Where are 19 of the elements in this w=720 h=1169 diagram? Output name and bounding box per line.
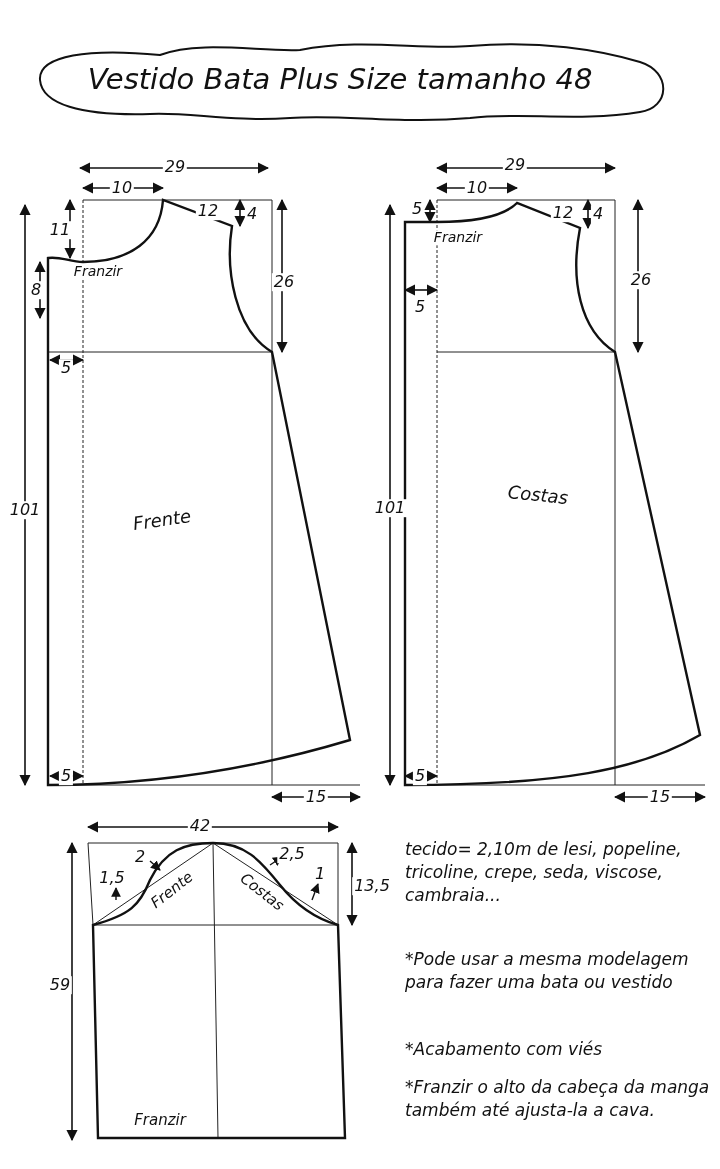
dimension-label: 5 xyxy=(412,767,428,785)
piece-label: Franzir xyxy=(433,230,483,246)
dimension-label: 8 xyxy=(28,281,44,299)
dimension-label: 26 xyxy=(271,273,297,291)
note-text: tecido= 2,10m de lesi, popeline, tricoline, crepe, seda, viscose, cambraia... xyxy=(405,838,683,907)
dimension-label: 101 xyxy=(372,499,408,517)
dimension-label: 59 xyxy=(47,976,73,994)
note-text: *Acabamento com viés xyxy=(405,1038,604,1061)
dimension-label: 12 xyxy=(550,204,576,222)
dimension-label: 1,5 xyxy=(97,869,127,887)
note-text: *Pode usar a mesma modelagem para fazer uma bata ou vestido xyxy=(405,948,690,994)
dimension-label: 12 xyxy=(195,202,221,220)
dimension-label: 5 xyxy=(58,767,74,785)
note-text: *Franzir o alto da cabeça da manga também até ajusta-la a cava. xyxy=(405,1076,710,1122)
dimension-label: 2,5 xyxy=(277,845,307,863)
dimension-label: 11 xyxy=(47,221,73,239)
dimension-label: 13,5 xyxy=(352,877,392,895)
dimension-label: 26 xyxy=(628,271,654,289)
piece-label: Franzir xyxy=(73,264,123,280)
